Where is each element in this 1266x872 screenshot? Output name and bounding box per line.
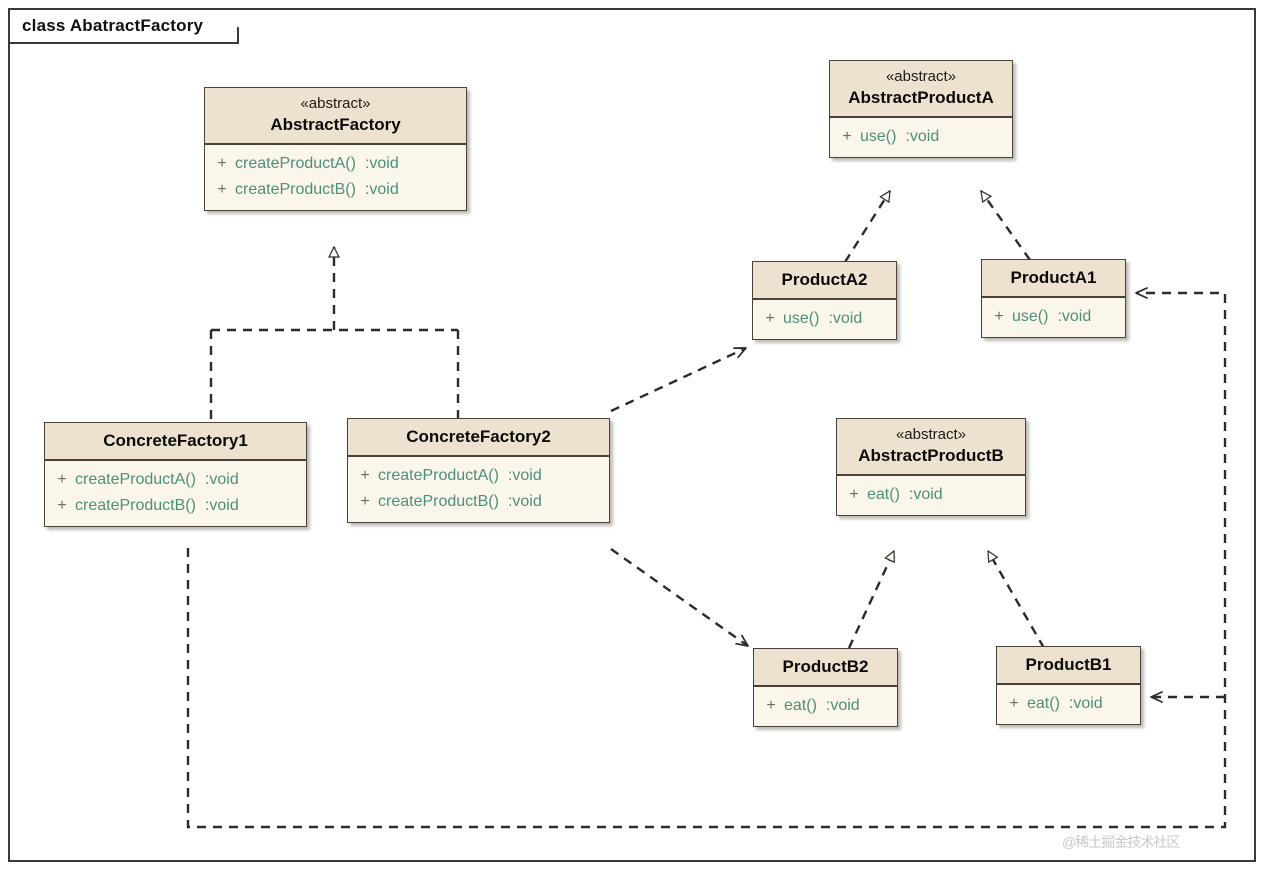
class-header-producta2: ProductA2 <box>753 262 896 300</box>
diagram-frame-label: class AbatractFactory <box>10 10 240 44</box>
stereotype-label: «abstract» <box>300 95 371 112</box>
class-name-label: ConcreteFactory2 <box>406 427 551 446</box>
visibility-marker: + <box>217 155 227 172</box>
visibility-marker: + <box>765 310 775 327</box>
member-name: use() <box>783 310 820 327</box>
class-name-label: AbstractProductB <box>858 446 1004 465</box>
class-name-label: ProductB2 <box>782 657 869 676</box>
member-name: createProductB() <box>235 181 356 198</box>
member-type: :void <box>364 181 399 198</box>
member-name: createProductB() <box>75 497 196 514</box>
class-members-abstractproductb: + eat() :void <box>837 476 1025 515</box>
class-header-producta1: ProductA1 <box>982 260 1125 298</box>
member-row: + use() :void <box>834 124 1008 150</box>
class-name-label: AbstractProductA <box>848 88 994 107</box>
class-header-abstractproductb: «abstract» AbstractProductB <box>837 419 1025 476</box>
member-name: createProductA() <box>75 471 196 488</box>
visibility-marker: + <box>849 486 859 503</box>
class-name-label: ProductB1 <box>1025 655 1112 674</box>
visibility-marker: + <box>57 497 67 514</box>
member-row: + eat() :void <box>841 482 1021 508</box>
class-header-abstractfactory: «abstract» AbstractFactory <box>205 88 466 145</box>
member-row: + createProductB() :void <box>352 489 605 515</box>
member-type: :void <box>828 310 863 327</box>
class-members-abstractfactory: + createProductA() :void + createProduct… <box>205 145 466 210</box>
class-name-label: ConcreteFactory1 <box>103 431 248 450</box>
visibility-marker: + <box>766 697 776 714</box>
visibility-marker: + <box>842 128 852 145</box>
member-name: eat() <box>1027 695 1060 712</box>
visibility-marker: + <box>217 181 227 198</box>
member-name: createProductA() <box>235 155 356 172</box>
class-box-abstractproductb[interactable]: «abstract» AbstractProductB + eat() :voi… <box>836 418 1026 516</box>
member-row: + use() :void <box>986 304 1121 330</box>
member-row: + eat() :void <box>758 693 893 719</box>
visibility-marker: + <box>57 471 67 488</box>
member-row: + createProductA() :void <box>209 151 462 177</box>
class-box-producta2[interactable]: ProductA2 + use() :void <box>752 261 897 340</box>
class-box-concretefactory1[interactable]: ConcreteFactory1 + createProductA() :voi… <box>44 422 307 527</box>
member-type: :void <box>507 467 542 484</box>
class-members-productb2: + eat() :void <box>754 687 897 726</box>
member-row: + use() :void <box>757 306 892 332</box>
class-header-concretefactory2: ConcreteFactory2 <box>348 419 609 457</box>
class-members-productb1: + eat() :void <box>997 685 1140 724</box>
member-name: use() <box>1012 308 1049 325</box>
member-type: :void <box>364 155 399 172</box>
class-name-label: AbstractFactory <box>270 115 401 134</box>
member-name: createProductA() <box>378 467 499 484</box>
member-row: + createProductB() :void <box>49 493 302 519</box>
member-name: createProductB() <box>378 493 499 510</box>
member-name: eat() <box>784 697 817 714</box>
class-box-abstractproducta[interactable]: «abstract» AbstractProductA + use() :voi… <box>829 60 1013 158</box>
member-row: + createProductB() :void <box>209 177 462 203</box>
member-type: :void <box>825 697 860 714</box>
class-members-producta2: + use() :void <box>753 300 896 339</box>
class-box-abstractfactory[interactable]: «abstract» AbstractFactory + createProdu… <box>204 87 467 211</box>
class-header-abstractproducta: «abstract» AbstractProductA <box>830 61 1012 118</box>
member-row: + createProductA() :void <box>49 467 302 493</box>
class-header-concretefactory1: ConcreteFactory1 <box>45 423 306 461</box>
visibility-marker: + <box>360 467 370 484</box>
class-members-abstractproducta: + use() :void <box>830 118 1012 157</box>
class-box-productb1[interactable]: ProductB1 + eat() :void <box>996 646 1141 725</box>
member-type: :void <box>908 486 943 503</box>
visibility-marker: + <box>360 493 370 510</box>
class-header-productb2: ProductB2 <box>754 649 897 687</box>
member-name: eat() <box>867 486 900 503</box>
class-box-producta1[interactable]: ProductA1 + use() :void <box>981 259 1126 338</box>
member-name: use() <box>860 128 897 145</box>
visibility-marker: + <box>1009 695 1019 712</box>
class-name-label: ProductA1 <box>1010 268 1097 287</box>
class-name-label: ProductA2 <box>781 270 868 289</box>
class-members-concretefactory2: + createProductA() :void + createProduct… <box>348 457 609 522</box>
class-box-productb2[interactable]: ProductB2 + eat() :void <box>753 648 898 727</box>
member-type: :void <box>507 493 542 510</box>
member-type: :void <box>1057 308 1092 325</box>
class-box-concretefactory2[interactable]: ConcreteFactory2 + createProductA() :voi… <box>347 418 610 523</box>
member-row: + createProductA() :void <box>352 463 605 489</box>
stereotype-label: «abstract» <box>885 68 957 85</box>
member-row: + eat() :void <box>1001 691 1136 717</box>
class-header-productb1: ProductB1 <box>997 647 1140 685</box>
member-type: :void <box>204 471 239 488</box>
member-type: :void <box>204 497 239 514</box>
class-members-concretefactory1: + createProductA() :void + createProduct… <box>45 461 306 526</box>
member-type: :void <box>905 128 940 145</box>
visibility-marker: + <box>994 308 1004 325</box>
stereotype-label: «abstract» <box>895 426 967 443</box>
member-type: :void <box>1068 695 1103 712</box>
watermark-text: @稀土掘金技术社区 <box>1062 834 1180 850</box>
class-members-producta1: + use() :void <box>982 298 1125 337</box>
